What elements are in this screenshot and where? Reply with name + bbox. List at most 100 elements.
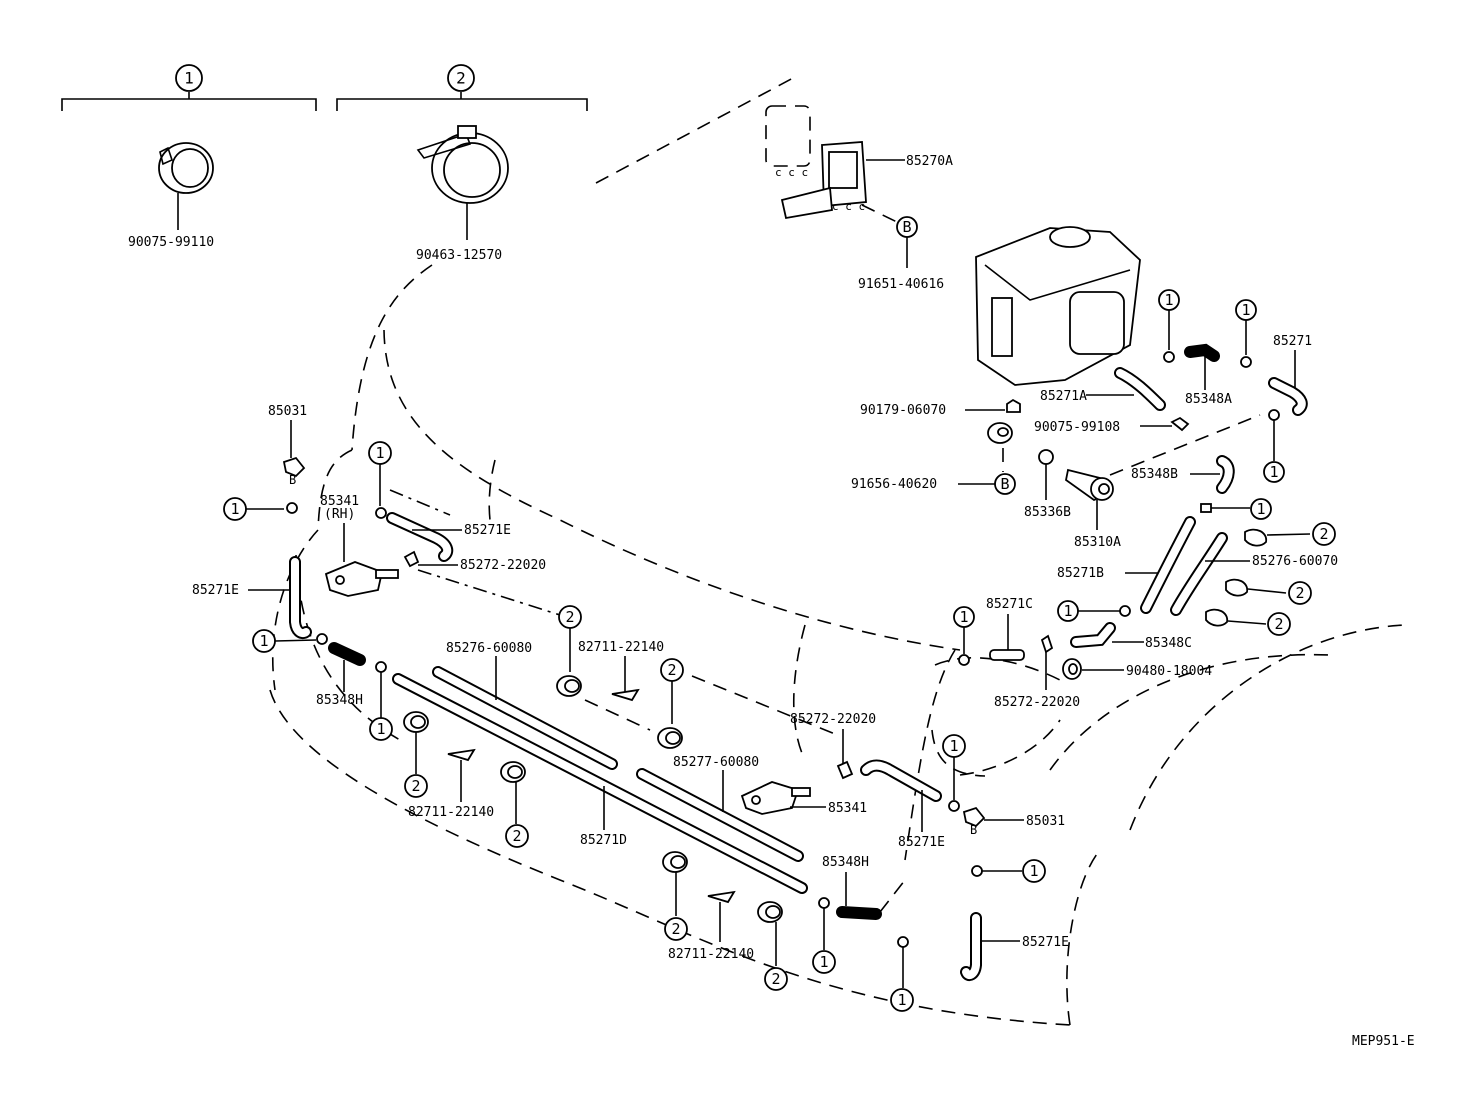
- group-header-2: 2: [336, 64, 588, 111]
- hose-clamp-icon: [757, 901, 783, 923]
- svg-text:2: 2: [1319, 525, 1328, 543]
- svg-text:1: 1: [375, 444, 384, 462]
- svg-text:1: 1: [184, 69, 194, 88]
- svg-text:1: 1: [230, 500, 239, 518]
- marker-1-icon: [369, 717, 393, 741]
- svg-text:B: B: [289, 473, 296, 487]
- washer-pump-icon: [1065, 468, 1114, 502]
- label-85336B: 85336B: [1024, 505, 1071, 520]
- marker-1-icon: [1250, 498, 1272, 520]
- hose-85271D: [392, 673, 808, 894]
- marker-2-icon: [404, 774, 428, 798]
- svg-text:1: 1: [1256, 500, 1265, 518]
- svg-text:B: B: [970, 823, 977, 837]
- svg-text:B: B: [902, 218, 911, 236]
- svg-text:2: 2: [1295, 584, 1304, 602]
- diagram-code: MEP951-E: [1352, 1034, 1415, 1049]
- reservoir-bracket-icon: c c c c c c: [765, 105, 867, 220]
- svg-text:1: 1: [1241, 301, 1250, 319]
- label-85271C: 85271C: [986, 597, 1033, 612]
- svg-text:c c c: c c c: [832, 200, 865, 213]
- label-85348H-left: 85348H: [316, 693, 363, 708]
- label-85348B: 85348B: [1131, 467, 1178, 482]
- marker-2-icon: [664, 917, 688, 941]
- svg-text:1: 1: [897, 991, 906, 1009]
- svg-text:2: 2: [771, 970, 780, 988]
- hose-clamp-icon: [403, 711, 429, 733]
- label-85271E-center: 85271E: [898, 835, 945, 850]
- label-85271A: 85271A: [1040, 389, 1087, 404]
- marker-2-icon: [1312, 522, 1336, 546]
- label-90075-99108: 90075-99108: [1034, 420, 1120, 435]
- washer-tank-icon: [975, 226, 1141, 386]
- marker-2-icon: [764, 967, 788, 991]
- label-85271E-left: 85271E: [192, 583, 239, 598]
- svg-text:2: 2: [1274, 615, 1283, 633]
- nozzle-icon: B: [282, 456, 306, 487]
- clip-icon: [1244, 528, 1267, 547]
- svg-text:2: 2: [512, 827, 521, 845]
- label-85271E-top: 85271E: [464, 523, 511, 538]
- svg-text:2: 2: [565, 608, 574, 626]
- label-85272-22020-right: 85272-22020: [994, 695, 1080, 710]
- label-85271: 85271: [1273, 334, 1312, 349]
- label-85276-60070: 85276-60070: [1252, 554, 1338, 569]
- hose-clamp-icon: [662, 851, 688, 873]
- marker-2-icon: [1288, 581, 1312, 605]
- label-85341: 85341: [828, 801, 867, 816]
- label-85276-60080: 85276-60080: [446, 641, 532, 656]
- svg-text:c c c: c c c: [775, 166, 808, 179]
- hose-clamp-2-icon: [416, 125, 509, 240]
- hose-85276-60080: [432, 666, 618, 770]
- group-header-1: 1: [61, 64, 317, 111]
- label-85272-22020-center: 85272-22020: [790, 712, 876, 727]
- label-85271B: 85271B: [1057, 566, 1104, 581]
- label-85272-22020-left: 85272-22020: [460, 558, 546, 573]
- hose-clamp-icon: [657, 727, 683, 749]
- clip-icon: [1225, 578, 1248, 597]
- label-85031-left: 85031: [268, 404, 307, 419]
- label-85277-60080: 85277-60080: [673, 755, 759, 770]
- svg-text:1: 1: [819, 953, 828, 971]
- label-82711-22140-top: 82711-22140: [578, 640, 664, 655]
- label-91651-40616: 91651-40616: [858, 277, 944, 292]
- label-82711-22140-left: 82711-22140: [408, 805, 494, 820]
- label-90179-06070: 90179-06070: [860, 403, 946, 418]
- svg-text:1: 1: [959, 608, 968, 626]
- marker-1-icon: [812, 950, 836, 974]
- label-85348C: 85348C: [1145, 636, 1192, 651]
- label-91656-40620: 91656-40620: [851, 477, 937, 492]
- grommet-icon: [987, 422, 1013, 444]
- washer-nozzle-icon: [740, 781, 811, 815]
- vehicle-outline: [269, 76, 1406, 1026]
- label-85270A: 85270A: [906, 154, 953, 169]
- marker-2-icon: [1267, 612, 1291, 636]
- svg-text:1: 1: [1164, 291, 1173, 309]
- nozzle-icon: B: [962, 806, 986, 837]
- grommet-icon: [1062, 658, 1082, 680]
- hose-clamp-icon: [500, 761, 526, 783]
- label-85310A: 85310A: [1074, 535, 1121, 550]
- group-1-symbol: [175, 64, 203, 92]
- marker-2-icon: [505, 824, 529, 848]
- svg-text:1: 1: [1029, 862, 1038, 880]
- label-85031-right: 85031: [1026, 814, 1065, 829]
- hose-85277-60080: [636, 768, 804, 862]
- svg-text:2: 2: [456, 69, 466, 88]
- label-90075-99110: 90075-99110: [128, 235, 214, 250]
- clip-icon: [1205, 608, 1228, 627]
- label-85348A: 85348A: [1185, 392, 1232, 407]
- label-85341-rh: 85341: [320, 494, 359, 509]
- label-82711-22140-bottom: 82711-22140: [668, 947, 754, 962]
- marker-1-icon: [890, 988, 914, 1012]
- svg-text:1: 1: [949, 737, 958, 755]
- label-rh: (RH): [324, 507, 355, 522]
- hose-clamp-icon: [556, 675, 582, 697]
- washer-nozzle-icon: [324, 561, 399, 597]
- group-2-symbol: [447, 64, 475, 92]
- svg-text:1: 1: [259, 632, 268, 650]
- svg-text:1: 1: [1269, 463, 1278, 481]
- svg-text:2: 2: [667, 661, 676, 679]
- label-85271D: 85271D: [580, 833, 627, 848]
- label-90463-12570: 90463-12570: [416, 248, 502, 263]
